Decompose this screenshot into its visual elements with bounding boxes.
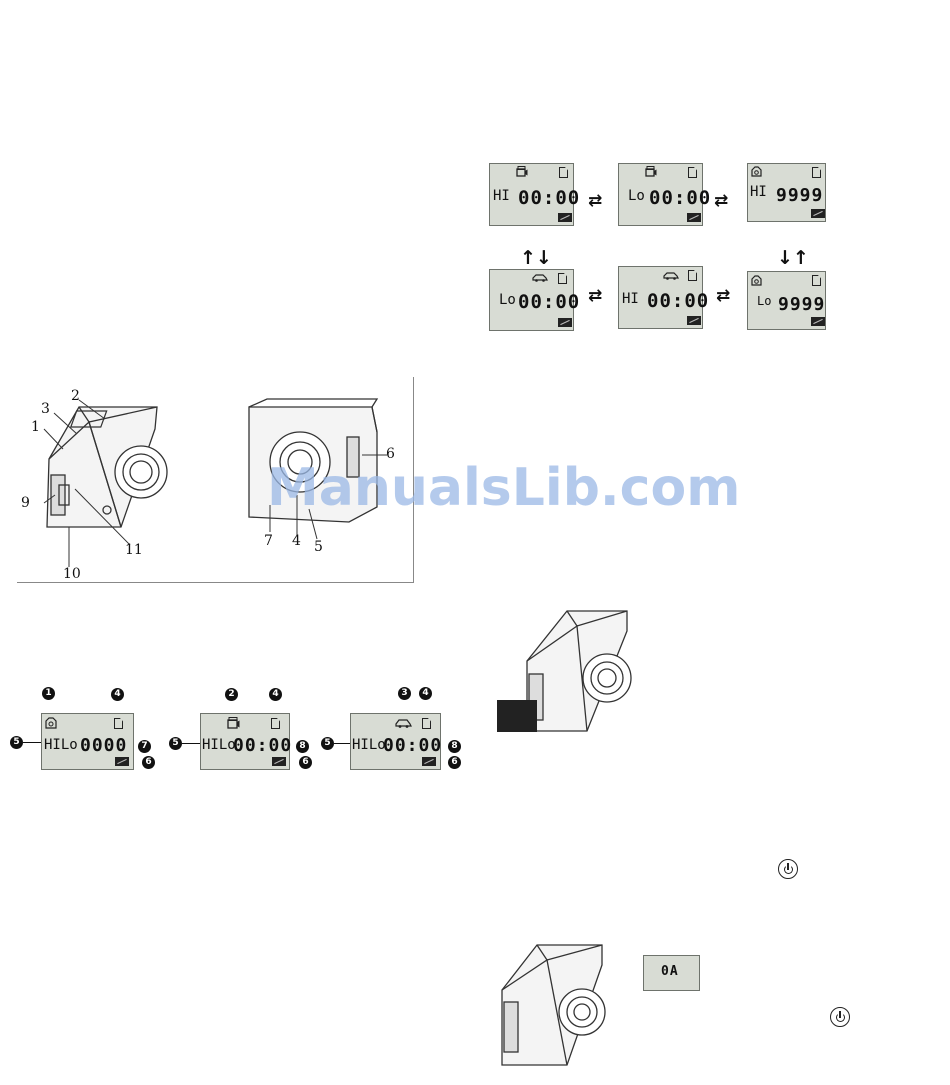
count-display: 9999 — [778, 294, 825, 315]
time-display: 00:00 — [647, 290, 709, 312]
count-display: 0000 — [80, 735, 127, 756]
legend-number-6: 6 — [448, 756, 461, 769]
time-display: 00:00 — [518, 291, 580, 313]
callout-2: 2 — [71, 388, 80, 404]
car-icon — [395, 718, 412, 728]
callout-9: 9 — [21, 495, 30, 511]
callout-11: 11 — [125, 542, 143, 558]
callout-10: 10 — [63, 566, 81, 582]
legend-number-4: 4 — [419, 687, 432, 700]
leader-line — [23, 742, 43, 743]
camera-icon — [751, 166, 762, 177]
battery-icon — [811, 317, 825, 326]
sd-card-icon — [688, 270, 697, 281]
battery-icon — [558, 213, 572, 222]
camera-power-on-illustration — [492, 940, 612, 1070]
callout-3: 3 — [41, 401, 50, 417]
time-display: 00:00 — [649, 187, 711, 209]
legend-number-3: 3 — [398, 687, 411, 700]
battery-icon — [687, 316, 701, 325]
resolution-label: HI — [750, 184, 767, 200]
lcd-legend-photo: HILo 0000 — [41, 713, 134, 770]
sd-card-icon — [422, 718, 431, 729]
sd-card-icon — [812, 275, 821, 286]
power-on-text: 0A — [661, 964, 679, 979]
legend-number-6: 6 — [299, 756, 312, 769]
swap-arrows-icon: ⇄ — [716, 289, 730, 303]
sd-card-icon — [559, 167, 568, 178]
callout-5: 5 — [314, 539, 323, 555]
video-icon — [645, 166, 657, 177]
lcd-panel-car-lo: Lo 00:00 — [489, 269, 574, 331]
power-button-icon — [778, 859, 798, 879]
lcd-legend-video: HILo 00:00 — [200, 713, 290, 770]
legend-number-2: 2 — [225, 688, 238, 701]
sd-card-icon — [271, 718, 280, 729]
lcd-legend-car: HILo 00:00 — [350, 713, 441, 770]
sd-card-icon — [497, 700, 537, 732]
callout-1: 1 — [31, 419, 40, 435]
car-icon — [663, 271, 679, 280]
time-display: 00:00 — [233, 735, 292, 756]
lcd-panel-photo-hi: HI 9999 — [747, 163, 826, 222]
battery-icon — [687, 213, 701, 222]
lcd-power-on-display: 0A — [643, 955, 700, 991]
resolution-label: Lo — [499, 292, 516, 308]
lcd-panel-video-hi: HI 00:00 — [489, 163, 574, 226]
resolution-label: HILo — [352, 737, 386, 753]
lcd-panel-car-hi: HI 00:00 — [618, 266, 703, 329]
lcd-panel-video-lo: Lo 00:00 — [618, 163, 703, 226]
swap-arrows-icon: ⇄ — [588, 194, 602, 208]
resolution-label: HILo — [202, 737, 236, 753]
count-display: 9999 — [776, 185, 823, 206]
legend-number-5: 5 — [10, 736, 23, 749]
sd-card-icon — [812, 167, 821, 178]
legend-number-7: 7 — [138, 740, 151, 753]
camera-icon — [751, 275, 762, 286]
sd-card-icon — [688, 167, 697, 178]
legend-number-4: 4 — [111, 688, 124, 701]
resolution-label: HILo — [44, 737, 78, 753]
legend-number-6: 6 — [142, 756, 155, 769]
down-up-arrows-icon: ↓↑ — [777, 251, 809, 265]
legend-number-8: 8 — [448, 740, 461, 753]
time-display: 00:00 — [383, 735, 442, 756]
legend-number-8: 8 — [296, 740, 309, 753]
time-display: 00:00 — [518, 187, 580, 209]
leader-line — [182, 743, 201, 744]
battery-icon — [422, 757, 436, 766]
video-icon — [516, 166, 528, 177]
legend-number-5: 5 — [169, 737, 182, 750]
legend-number-5: 5 — [321, 737, 334, 750]
resolution-label: HI — [493, 188, 510, 204]
battery-icon — [115, 757, 129, 766]
callout-7: 7 — [264, 533, 273, 549]
battery-icon — [558, 318, 572, 327]
watermark: ManualsLib.com — [267, 458, 740, 518]
camera-icon — [45, 717, 57, 729]
up-down-arrows-icon: ↑↓ — [520, 251, 552, 265]
car-icon — [532, 273, 548, 282]
resolution-label: HI — [622, 291, 639, 307]
swap-arrows-icon: ⇄ — [714, 194, 728, 208]
sd-card-icon — [114, 718, 123, 729]
battery-icon — [272, 757, 286, 766]
battery-icon — [811, 209, 825, 218]
callout-4: 4 — [292, 533, 301, 549]
lcd-panel-photo-lo: Lo 9999 — [747, 271, 826, 330]
resolution-label: Lo — [757, 294, 771, 308]
sd-card-icon — [558, 273, 567, 284]
swap-arrows-icon: ⇄ — [588, 289, 602, 303]
video-icon — [227, 717, 240, 729]
resolution-label: Lo — [628, 188, 645, 204]
legend-number-4: 4 — [269, 688, 282, 701]
sd-card-insertion-illustration — [497, 606, 637, 738]
power-button-icon — [830, 1007, 850, 1027]
legend-number-1: 1 — [42, 687, 55, 700]
